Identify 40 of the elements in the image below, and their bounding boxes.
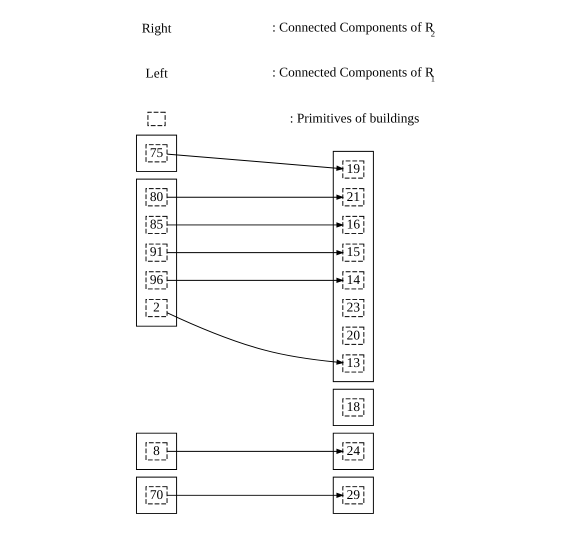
node-box: 19 [342, 160, 364, 179]
cluster [332, 388, 374, 426]
node-box: 16 [342, 216, 364, 234]
node-box: 8 [146, 442, 168, 460]
arrow [166, 312, 344, 365]
node-box: 80 [146, 188, 168, 206]
arrow [166, 194, 344, 200]
label: Left [146, 66, 168, 81]
node-box: 75 [146, 144, 168, 162]
arrow [166, 154, 344, 171]
cluster [332, 150, 374, 382]
node-box: 29 [342, 486, 364, 504]
node-box: 14 [342, 271, 364, 290]
cluster [332, 432, 374, 470]
node-box: 85 [146, 216, 168, 234]
arrow [166, 222, 344, 228]
label: : Connected Components of R$_{2}$ [272, 20, 436, 39]
node-box: 24 [342, 442, 364, 460]
arrow [166, 492, 344, 498]
node-box: 21 [342, 188, 364, 206]
cluster [136, 178, 178, 327]
node-box: 2 [146, 298, 168, 318]
node-box: 70 [146, 486, 168, 504]
cluster [136, 134, 178, 172]
arrow [166, 250, 344, 256]
cluster [136, 432, 178, 470]
label: Right [142, 20, 172, 36]
cluster [332, 476, 374, 514]
label: : Connected Components of R$_{1}$ [272, 64, 436, 84]
node-box: 20 [342, 326, 364, 345]
node-box: 13 [342, 354, 364, 373]
node-box: 15 [342, 244, 364, 262]
arrow [166, 448, 344, 454]
arrow [166, 278, 344, 284]
node-box: 18 [342, 398, 364, 416]
node-box: 96 [146, 271, 168, 290]
cluster [136, 476, 178, 514]
node-box: 23 [342, 298, 364, 318]
node-box: 91 [146, 244, 168, 262]
legend-label: : Primitives of buildings [290, 110, 420, 126]
